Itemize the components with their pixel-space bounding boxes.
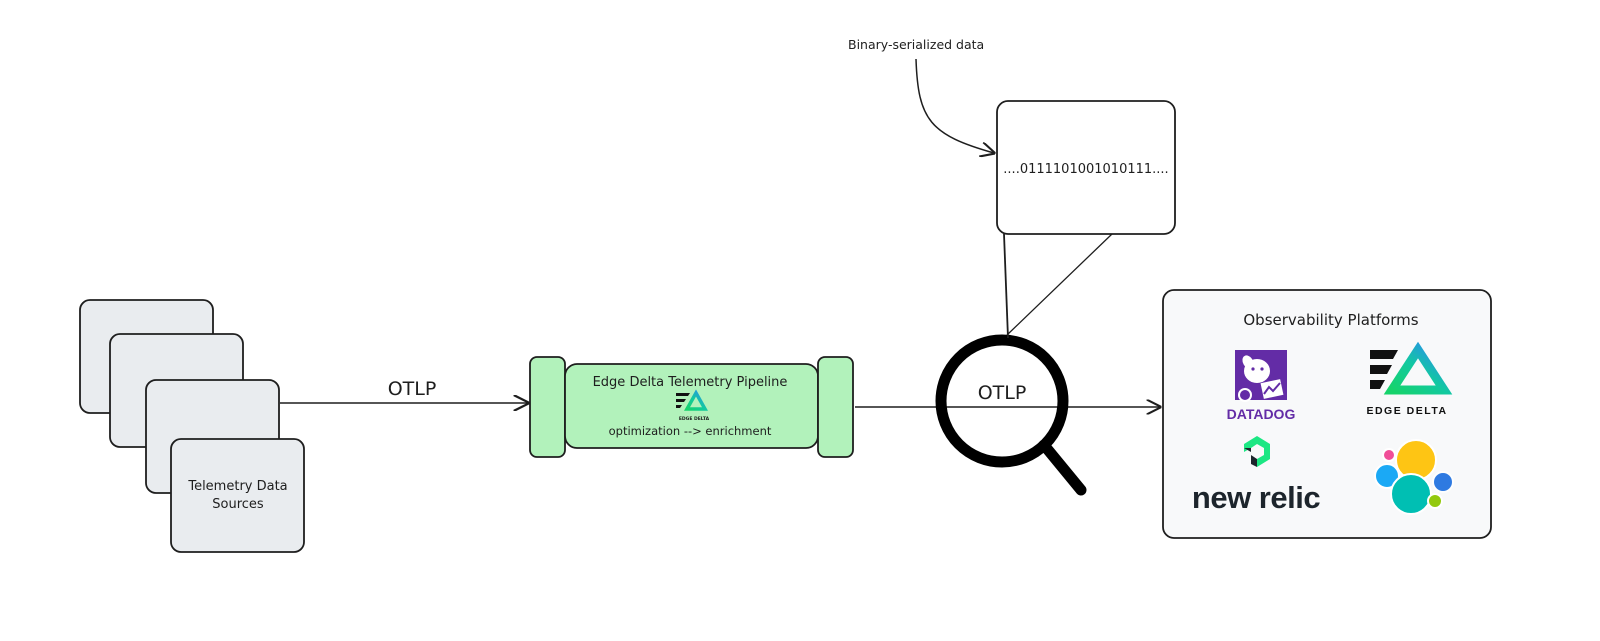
callout-lines bbox=[1003, 233, 1113, 339]
observability-platforms-panel[interactable]: Observability Platforms DATADOG EDGE DEL… bbox=[1162, 289, 1492, 539]
annotation-arrow bbox=[915, 58, 994, 153]
edge-delta-pipeline[interactable]: Edge Delta Telemetry Pipeline EDGE DELTA… bbox=[529, 356, 854, 458]
new-relic-logo-icon: new relic bbox=[1192, 436, 1321, 515]
sources-label-line1: Telemetry Data bbox=[187, 479, 287, 494]
pipeline-right-cap bbox=[817, 356, 854, 458]
source-card-main[interactable] bbox=[170, 438, 305, 553]
telemetry-sources-stack: Telemetry Data Sources bbox=[79, 299, 305, 553]
otlp-edge-1: OTLP bbox=[280, 378, 528, 403]
datadog-logo-text: DATADOG bbox=[1227, 406, 1296, 422]
datadog-logo-icon: DATADOG bbox=[1227, 350, 1296, 422]
edge-1-label: OTLP bbox=[388, 378, 437, 400]
edge-delta-logo-icon bbox=[676, 389, 708, 411]
magnifier-icon: OTLP bbox=[935, 334, 1087, 496]
binary-annotation: Binary-serialized data bbox=[848, 37, 994, 153]
pipeline-left-cap bbox=[529, 356, 566, 458]
platforms-title: Observability Platforms bbox=[1243, 311, 1418, 329]
edge-delta-platform-text: EDGE DELTA bbox=[1366, 405, 1447, 417]
pipeline-logo-text: EDGE DELTA bbox=[679, 416, 710, 422]
binary-data-box[interactable]: ....0111101001010111.... bbox=[996, 100, 1176, 235]
binary-data-text: ....0111101001010111.... bbox=[1003, 162, 1168, 177]
edge-2-label: OTLP bbox=[978, 382, 1027, 404]
edge-delta-platform-logo-icon: EDGE DELTA bbox=[1366, 341, 1453, 417]
pipeline-subtitle: optimization --> enrichment bbox=[609, 424, 772, 438]
pipeline-title: Edge Delta Telemetry Pipeline bbox=[593, 375, 788, 390]
annotation-label: Binary-serialized data bbox=[848, 37, 984, 52]
elastic-logo-icon bbox=[1374, 439, 1454, 515]
new-relic-logo-text: new relic bbox=[1192, 480, 1320, 515]
sources-label-line2: Sources bbox=[212, 497, 264, 512]
